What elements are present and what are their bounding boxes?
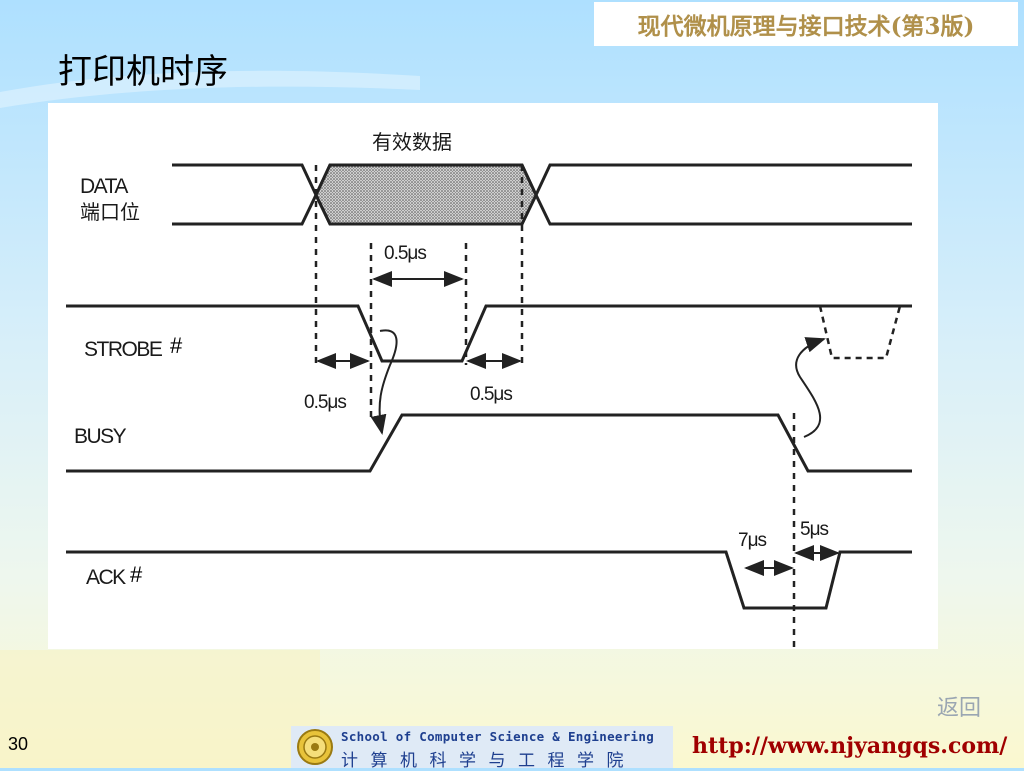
strobe-width-label: 0.5μs <box>384 243 426 264</box>
busy-signal-label: BUSY <box>74 425 127 448</box>
strobe-signal-label: STROBE <box>84 338 163 361</box>
strobe-next-pulse <box>818 305 902 360</box>
course-title-banner: 现代微机原理与接口技术(第3版) <box>594 2 1018 46</box>
school-emblem-icon <box>297 729 333 765</box>
ack-before-busy-label: 7μs <box>738 530 767 551</box>
busy-waveform <box>66 413 912 473</box>
school-name-chinese: 计算机科学与工程学院 <box>341 751 636 771</box>
data-waveform <box>172 163 912 226</box>
hold-time-label: 0.5μs <box>470 384 512 405</box>
printer-timing-diagram: 有效数据 DATA 端口位 STROBE # BUSY ACK # <box>66 130 912 648</box>
timing-guides <box>314 165 796 648</box>
setup-time-label: 0.5μs <box>304 392 346 413</box>
busy-to-strobe-arrow <box>795 337 826 438</box>
return-link[interactable]: 返回 <box>937 696 982 721</box>
dimension-arrows <box>316 271 840 576</box>
strobe-active-low-mark: # <box>170 333 183 358</box>
ack-signal-label: ACK <box>86 566 126 589</box>
page-title: 打印机时序 <box>58 52 228 92</box>
footer-school-bar <box>291 726 673 768</box>
data-port-bit-label: 端口位 <box>80 200 140 224</box>
ack-active-low-mark: # <box>130 562 143 587</box>
data-signal-label: DATA <box>80 175 128 198</box>
course-title-text: 现代微机原理与接口技术(第3版) <box>637 13 975 40</box>
strobe-waveform <box>66 304 912 363</box>
page-number: 30 <box>8 734 29 754</box>
ack-after-busy-label: 5μs <box>800 519 829 540</box>
valid-data-label: 有效数据 <box>372 130 452 154</box>
strobe-to-busy-arrow <box>370 329 398 435</box>
timing-diagram-panel: 有效数据 DATA 端口位 STROBE # BUSY ACK # <box>48 103 938 649</box>
school-name-english: School of Computer Science & Engineering <box>341 729 655 744</box>
ack-waveform <box>66 550 912 610</box>
website-link[interactable]: http://www.njyangqs.com/ <box>692 733 1008 759</box>
